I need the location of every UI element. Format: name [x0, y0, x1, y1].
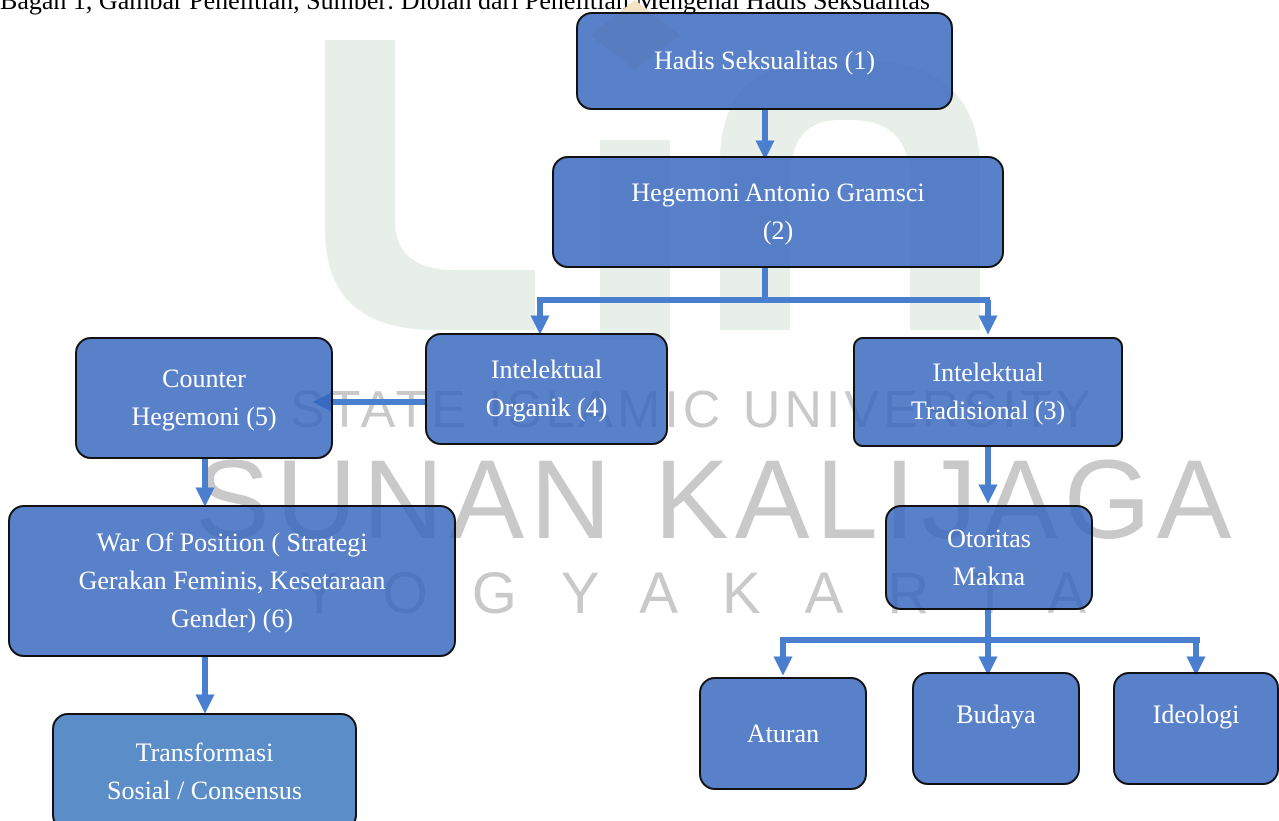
node-war-of-position: War Of Position ( Strategi Gerakan Femin… — [8, 505, 456, 657]
node-hadis-seksualitas: Hadis Seksualitas (1) — [576, 12, 953, 110]
node-intelektual-organik: Intelektual Organik (4) — [425, 333, 668, 445]
node-otoritas-line1: Otoritas — [947, 523, 1031, 553]
node-hegemoni-line2: (2) — [762, 216, 794, 245]
node-hadis-line1: Hadis Seksualitas (1) — [654, 46, 875, 75]
node-otoritas-makna: Otoritas Makna — [885, 505, 1093, 610]
node-intelektual-tradisional: Intelektual Tradisional (3) — [853, 337, 1123, 447]
node-war-line1: War Of Position ( Strategi — [96, 528, 368, 557]
node-tradisional-line1: Intelektual — [932, 358, 1044, 387]
node-hegemoni-gramsci: Hegemoni Antonio Gramsci (2) — [552, 156, 1004, 268]
node-aturan-line1: Aturan — [746, 718, 820, 748]
node-hegemoni-line1: Hegemoni Antonio Gramsci — [631, 178, 925, 207]
node-otoritas-line2: Makna — [952, 561, 1026, 591]
node-counter-hegemoni: Counter Hegemoni (5) — [75, 337, 333, 459]
node-organik-line1: Intelektual — [490, 355, 603, 384]
node-counter-line1: Counter — [162, 364, 246, 393]
node-budaya: Budaya — [912, 672, 1080, 785]
node-counter-line2: Hegemoni (5) — [131, 402, 277, 431]
node-aturan: Aturan — [699, 677, 867, 790]
node-ideologi-line1: Ideologi — [1152, 700, 1240, 729]
node-ideologi: Ideologi — [1113, 672, 1279, 785]
node-tradisional-line2: Tradisional (3) — [910, 396, 1066, 425]
node-transformasi-line1: Transformasi — [135, 738, 274, 767]
node-war-line3: Gender) (6) — [170, 604, 293, 633]
node-war-line2: Gerakan Feminis, Kesetaraan — [78, 566, 386, 595]
node-transformasi-line2: Sosial / Consensus — [106, 776, 303, 805]
node-transformasi-sosial: Transformasi Sosial / Consensus — [52, 713, 357, 821]
page-top-text: Bagan 1, Gambar Penelitian, Sumber: Diol… — [0, 0, 931, 15]
node-organik-line2: Organik (4) — [485, 393, 608, 422]
node-budaya-line1: Budaya — [956, 700, 1036, 729]
